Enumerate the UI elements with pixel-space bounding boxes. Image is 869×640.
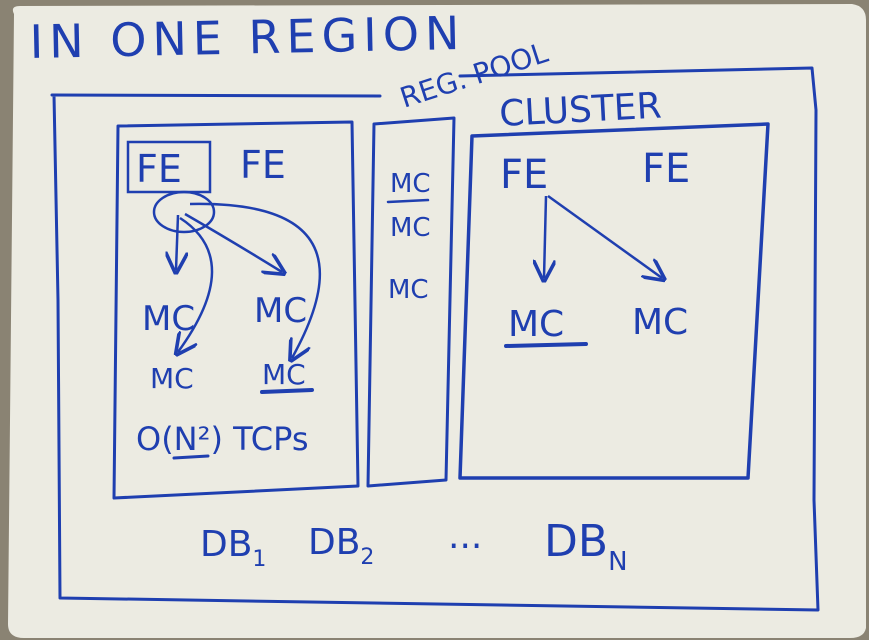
cluster-box xyxy=(458,122,770,480)
arrow-fe-to-mc-2 xyxy=(184,212,282,272)
pool-mc-3: MC xyxy=(388,275,429,305)
cluster-label: CLUSTER xyxy=(498,86,662,135)
database-2: DB2 xyxy=(308,522,374,570)
arrow-fe-to-mc-1 xyxy=(176,214,178,270)
database-2-subscript: 2 xyxy=(360,545,374,570)
cluster-mc-underline xyxy=(504,342,588,348)
left-box xyxy=(112,120,360,500)
connection-circle xyxy=(152,190,216,234)
pool-mc-2: MC xyxy=(390,213,431,243)
left-mc-label-1: MC xyxy=(142,299,195,339)
left-mc-label-2: MC xyxy=(254,291,307,331)
complexity-underline xyxy=(172,454,210,460)
database-1: DB1 xyxy=(200,524,266,572)
cluster-arrow-1 xyxy=(544,195,546,278)
left-mc-label-3: MC xyxy=(150,362,194,395)
database-1-subscript: 1 xyxy=(252,547,266,572)
left-mc-label-4: MC xyxy=(262,358,306,391)
arrow-fe-to-mc-4 xyxy=(189,202,322,358)
pool-mc-1: MC xyxy=(390,169,431,199)
region-outer-box xyxy=(50,66,820,612)
diagram-title: IN ONE REGION xyxy=(29,6,466,69)
cluster-mc-label-2: MC xyxy=(632,302,688,343)
database-n: DBN xyxy=(544,516,628,577)
cluster-mc-label-1: MC xyxy=(508,304,564,345)
fe-highlight-box xyxy=(126,140,212,194)
cluster-fe-label-1: FE xyxy=(500,152,548,198)
cluster-fe-label-2: FE xyxy=(642,146,690,192)
left-fe-label-2: FE xyxy=(240,143,286,187)
cluster-arrow-2 xyxy=(547,194,662,278)
regional-pool-box xyxy=(366,116,456,488)
database-ellipsis: ... xyxy=(448,516,482,557)
left-fe-label-1: FE xyxy=(136,147,182,191)
arrow-fe-to-mc-3 xyxy=(178,216,214,352)
tcp-complexity-note: O(N²) TCPs xyxy=(136,420,309,458)
database-n-subscript: N xyxy=(608,547,627,577)
pool-mc-underline xyxy=(386,198,430,204)
left-mc-underline xyxy=(260,388,314,394)
